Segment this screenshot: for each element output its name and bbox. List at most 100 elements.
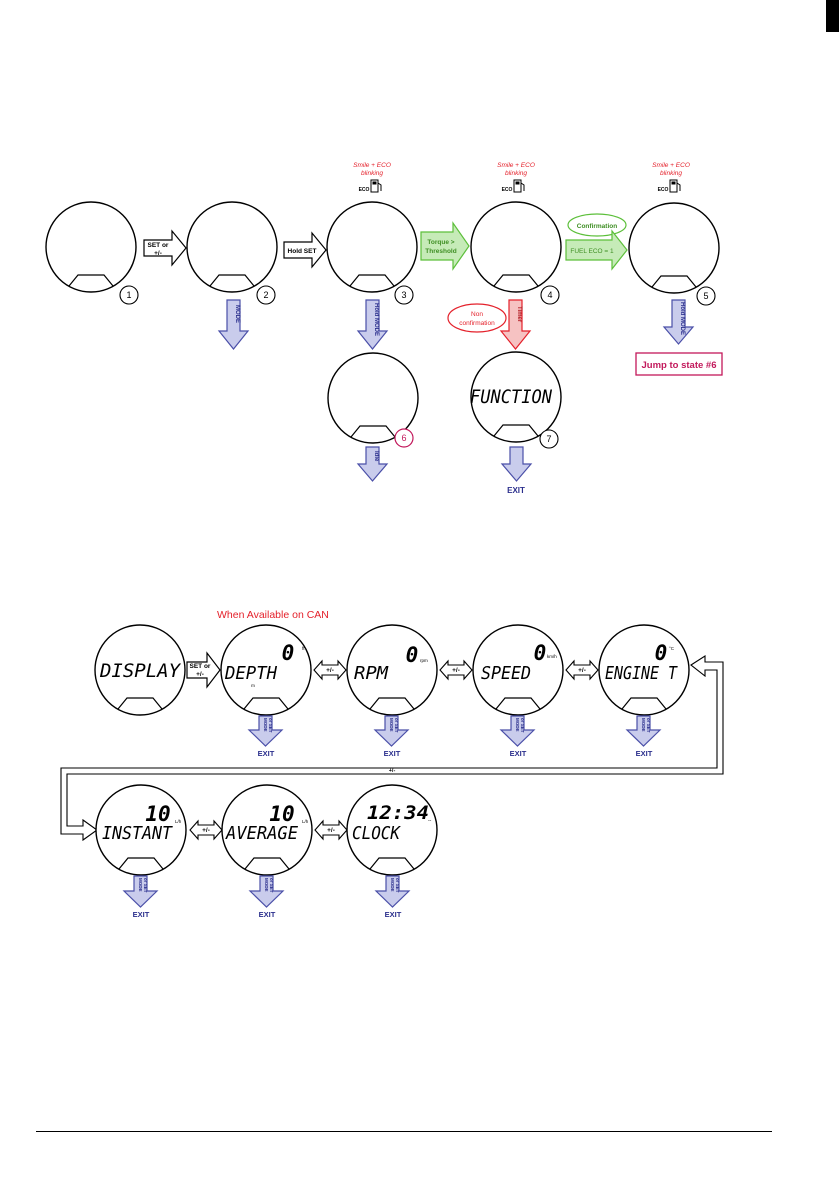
fuel-pump-eco-icon	[513, 179, 525, 193]
rpm-exit-label: EXIT	[384, 749, 401, 758]
instant-down-label-2: or SET	[143, 878, 148, 893]
state-4-number: 4	[547, 290, 552, 300]
speed-down-label-1: MODE	[515, 718, 520, 732]
speed-exit-arrow: MODE or SET	[499, 715, 536, 747]
state-4-eco-label: ECO	[502, 187, 513, 193]
clock-screen-label: CLOCK	[352, 823, 401, 844]
state-4-timer-label: Timer	[516, 306, 522, 323]
hold-set-arrow: Hold SET	[283, 231, 327, 269]
bottom-menu-diagram: When Available on CAN DISPLAY SET or +/-…	[60, 609, 724, 919]
fuel-eco-label: FUEL ECO = 1	[570, 248, 614, 255]
state-3-status-note-2: blinking	[361, 170, 383, 177]
fuel-pump-eco-icon	[669, 179, 681, 193]
depth-exit-label: EXIT	[258, 749, 275, 758]
state-3-number: 3	[401, 290, 406, 300]
instant-exit-arrow: MODE or SET	[122, 875, 159, 908]
fuel-pump-eco-icon	[370, 179, 382, 193]
state-3-hold-mode-label: Hold MODE	[373, 303, 379, 336]
speed-screen-value: 0	[534, 641, 547, 665]
wrap-around-label: +/-	[389, 768, 396, 774]
engine-temp-screen-unit: °C	[669, 646, 675, 651]
depth-screen-unit: ft	[302, 646, 305, 651]
clock-down-label-1: MODE	[390, 878, 395, 892]
enter-menu-label-2: +/-	[196, 671, 204, 678]
speed-screen-label: SPEED	[481, 663, 531, 684]
jump-to-state-6-box	[635, 352, 723, 376]
rpm-screen-unit: rpm	[420, 658, 428, 663]
clock-exit-arrow: MODE or SET	[374, 875, 411, 908]
state-5-number: 5	[703, 291, 708, 301]
engine-temp-screen-value: 0	[655, 641, 668, 665]
rpm-screen-label: RPM	[354, 663, 389, 684]
state-4-status-note-2: blinking	[505, 170, 527, 177]
availability-note: When Available on CAN	[217, 609, 329, 621]
state-5-number-badge	[696, 286, 716, 306]
state-2-gauge	[186, 201, 278, 293]
depth-screen-label: DEPTH	[224, 663, 277, 684]
rpm-down-label-1: MODE	[389, 718, 394, 732]
engine-temp-down-label-2: or SET	[646, 718, 651, 733]
state-3-gauge	[326, 201, 418, 293]
set-or-plusminus-arrow: SET or +/-	[143, 229, 187, 267]
engine-temp-down-label-1: MODE	[641, 718, 646, 732]
set-or-plusminus-label-1: SET or	[148, 242, 169, 249]
engine-temp-exit-arrow: MODE or SET	[625, 715, 662, 747]
state-1-number: 1	[126, 290, 131, 300]
speed-exit-label: EXIT	[510, 749, 527, 758]
state-6-idle-arrow: Idle	[356, 446, 389, 482]
state-6-number-badge	[394, 428, 414, 448]
state-7-exit-arrow	[500, 446, 533, 482]
state-3-hold-mode-arrow: Hold MODE	[356, 299, 389, 350]
depth-down-label-1: MODE	[263, 718, 268, 732]
enter-menu-label-1: SET or	[190, 663, 211, 670]
non-confirmation-label-2: confirmation	[459, 320, 495, 327]
step-label-speed-engine: +/-	[578, 667, 586, 674]
depth-screen-sub-unit: m	[251, 683, 255, 688]
state-3-eco-label: ECO	[359, 187, 370, 193]
state-3-number-badge	[394, 285, 414, 305]
step-arrow-instant-average: +/-	[189, 819, 223, 841]
non-confirmation-label-1: Non	[471, 311, 483, 318]
torque-threshold-label-2: Threshold	[425, 248, 456, 255]
torque-threshold-label-1: Torque >	[427, 239, 454, 246]
confirmation-label: Confirmation	[577, 223, 617, 230]
average-exit-label: EXIT	[259, 910, 276, 919]
instant-down-label-1: MODE	[138, 878, 143, 892]
engine-temp-screen-label: ENGINE T	[605, 663, 678, 684]
average-screen-unit: L/h	[302, 819, 309, 824]
footer-rule	[36, 1131, 772, 1132]
speed-down-label-2: or SET	[520, 718, 525, 733]
step-label-instant-average: +/-	[202, 827, 210, 834]
step-arrow-rpm-speed: +/-	[439, 659, 473, 681]
state-1-gauge	[45, 201, 137, 293]
fuel-eco-arrow: FUEL ECO = 1	[565, 229, 628, 271]
state-7-exit-label: EXIT	[507, 486, 525, 495]
depth-down-label-2: or SET	[268, 718, 273, 733]
step-arrow-speed-engine: +/-	[565, 659, 599, 681]
average-screen-value: 10	[269, 802, 294, 826]
page-corner-mark	[826, 0, 839, 32]
rpm-screen-value: 0	[406, 643, 419, 667]
state-2-number-badge	[256, 285, 276, 305]
clock-screen-value: 12:34	[367, 802, 429, 824]
state-7-number-badge	[539, 429, 559, 449]
instant-exit-label: EXIT	[133, 910, 150, 919]
state-5-gauge	[628, 202, 720, 294]
state-5-hold-mode-label: Hold MODE	[679, 302, 685, 335]
instant-screen-unit: L/h	[175, 819, 182, 824]
step-arrow-average-clock: +/-	[314, 819, 348, 841]
jump-to-state-6-label: Jump to state #6	[642, 360, 717, 371]
state-7-lcd-text: FUNCTION	[470, 386, 552, 408]
top-state-diagram: 1 SET or +/- 2 Hold SET MODE Smil	[45, 162, 723, 495]
step-label-depth-rpm: +/-	[326, 667, 334, 674]
engine-temp-exit-label: EXIT	[636, 749, 653, 758]
depth-exit-arrow: MODE or SET	[247, 715, 284, 747]
step-label-rpm-speed: +/-	[452, 667, 460, 674]
state-4-timer-arrow: Timer	[499, 299, 532, 350]
state-2-mode-arrow: MODE	[217, 299, 250, 350]
state-1-number-badge	[119, 285, 139, 305]
average-screen-label: AVERAGE	[225, 823, 298, 844]
step-label-average-clock: +/-	[327, 827, 335, 834]
